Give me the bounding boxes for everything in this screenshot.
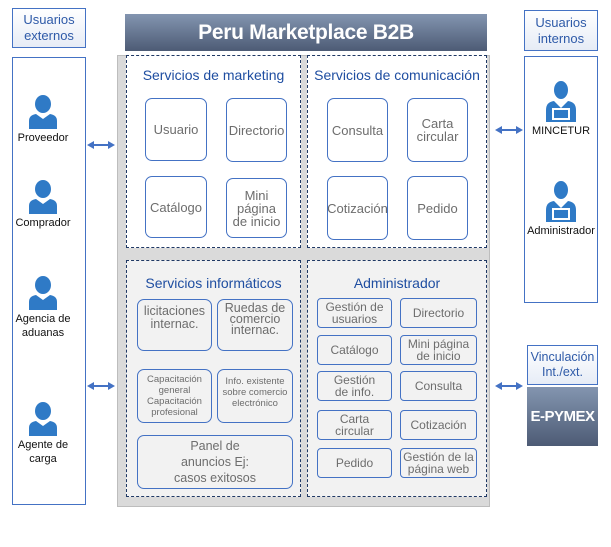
epymex-system[interactable]: E-PYMEX xyxy=(527,387,598,446)
tile-admin-catalogo[interactable]: Catálogo xyxy=(317,335,392,365)
tile-info-comercio-electronico[interactable]: Info. existente sobre comercio electróni… xyxy=(217,369,293,423)
user-agencia-aduanas: Agencia de aduanas xyxy=(0,276,86,340)
user-administrador: Administrador xyxy=(518,180,604,238)
bidirectional-arrow-icon xyxy=(87,382,115,390)
platform-title-bar: Peru Marketplace B2B xyxy=(125,14,487,51)
tile-admin-consulta[interactable]: Consulta xyxy=(400,371,477,401)
user-label: Proveedor xyxy=(17,132,69,144)
user-label: Administrador xyxy=(527,225,595,237)
tile-gestion-usuarios[interactable]: Gestión de usuarios xyxy=(317,298,392,328)
person-icon xyxy=(29,276,57,310)
panel-title: Servicios informáticos xyxy=(145,275,282,291)
tile-admin-cotizacion[interactable]: Cotización xyxy=(400,410,477,440)
tile-gestion-pagina-web[interactable]: Gestión de la página web xyxy=(400,448,477,478)
external-users-header: Usuarios externos xyxy=(12,8,86,48)
internal-users-header: Usuarios internos xyxy=(524,10,598,51)
platform-title: Peru Marketplace B2B xyxy=(198,20,414,44)
tile-capacitacion[interactable]: Capacitación general Capacitación profes… xyxy=(137,369,212,423)
tile-consulta[interactable]: Consulta xyxy=(327,98,388,162)
user-label: Agente de carga xyxy=(17,439,69,465)
tile-usuario[interactable]: Usuario xyxy=(145,98,207,161)
person-icon xyxy=(29,402,57,436)
tile-mini-pagina[interactable]: Mini página de inicio xyxy=(226,178,287,238)
bidirectional-arrow-icon xyxy=(87,141,115,149)
user-label: MINCETUR xyxy=(531,125,591,137)
tile-ruedas-comercio[interactable]: Ruedas de comercio internac. xyxy=(217,299,293,351)
bidirectional-arrow-icon xyxy=(495,382,523,390)
panel-title: Servicios de comunicación xyxy=(314,67,480,83)
tile-directorio[interactable]: Directorio xyxy=(226,98,287,162)
user-agente-carga: Agente de carga xyxy=(0,402,86,466)
tile-panel-anuncios[interactable]: Panel de anuncios Ej: casos exitosos xyxy=(137,435,293,489)
user-comprador: Comprador xyxy=(0,180,86,230)
tile-carta-circular[interactable]: Carta circular xyxy=(407,98,468,162)
tile-gestion-info[interactable]: Gestión de info. xyxy=(317,371,392,401)
user-label: Agencia de aduanas xyxy=(15,313,71,339)
tile-admin-carta-circular[interactable]: Carta circular xyxy=(317,410,392,440)
external-users-header-text: Usuarios externos xyxy=(23,12,75,43)
person-laptop-icon xyxy=(546,181,576,222)
bidirectional-arrow-icon xyxy=(495,126,523,134)
epymex-label: E-PYMEX xyxy=(530,408,595,425)
tile-admin-mini-pagina[interactable]: Mini página de inicio xyxy=(400,335,477,365)
panel-marketing: Servicios de marketing Usuario Directori… xyxy=(126,55,301,248)
person-icon xyxy=(29,95,57,129)
person-laptop-icon xyxy=(546,81,576,122)
internal-users-header-text: Usuarios internos xyxy=(535,14,587,46)
panel-title: Servicios de marketing xyxy=(142,67,285,83)
tile-catalogo[interactable]: Catálogo xyxy=(145,176,207,238)
panel-informatics: Servicios informáticos licitaciones inte… xyxy=(126,260,301,497)
tile-cotizacion[interactable]: Cotización xyxy=(327,176,388,240)
tile-admin-pedido[interactable]: Pedido xyxy=(317,448,392,478)
linkage-header: Vinculación Int./ext. xyxy=(527,345,598,385)
tile-pedido[interactable]: Pedido xyxy=(407,176,468,240)
tile-admin-directorio[interactable]: Directorio xyxy=(400,298,477,328)
panel-title: Administrador xyxy=(353,275,441,291)
user-mincetur: MINCETUR xyxy=(518,80,604,138)
panel-communication: Servicios de comunicación Consulta Carta… xyxy=(307,55,487,248)
user-proveedor: Proveedor xyxy=(0,95,86,145)
linkage-header-text: Vinculación Int./ext. xyxy=(530,350,595,379)
panel-admin: Administrador Gestión de usuarios Direct… xyxy=(307,260,487,497)
user-label: Comprador xyxy=(15,217,71,229)
person-icon xyxy=(29,180,57,214)
tile-licitaciones[interactable]: licitaciones internac. xyxy=(137,299,212,351)
